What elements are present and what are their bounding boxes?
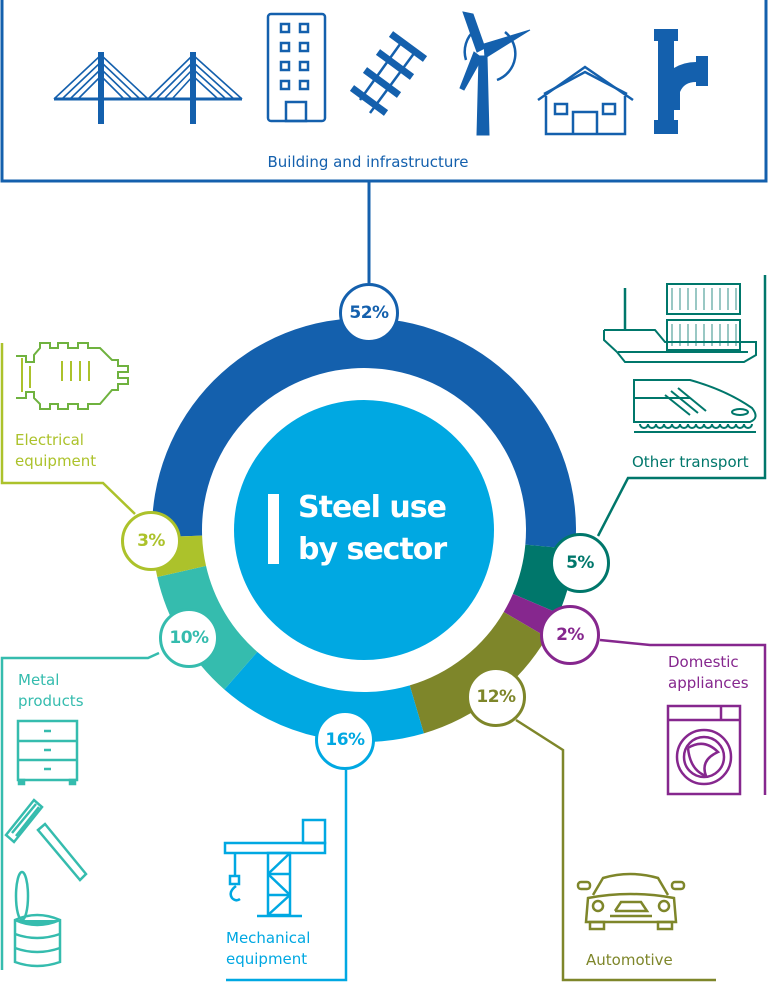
chart-title-line-2: by sector	[298, 532, 447, 567]
label-domestic-line-1: Domestic	[668, 653, 739, 671]
label-metal-products: Metal products	[18, 670, 84, 712]
pct-badge-metal-products: 10%	[159, 608, 219, 668]
wind-turbine-icon	[459, 11, 531, 136]
pct-badge-building: 52%	[339, 283, 399, 343]
label-domestic: Domestic appliances	[668, 652, 749, 694]
label-electrical-line-2: equipment	[15, 452, 97, 470]
office-building-icon	[266, 12, 327, 123]
label-mechanical-line-2: equipment	[226, 950, 308, 968]
building-infrastructure-box	[0, 0, 768, 283]
label-metal-line-1: Metal	[18, 671, 60, 689]
railway-track-icon	[349, 31, 428, 116]
cable-bridge-icon	[147, 52, 243, 124]
tin-can-icon	[13, 870, 62, 968]
donut-segment	[152, 318, 577, 550]
steel-pipe-icon	[654, 29, 708, 134]
pct-badge-mechanical: 16%	[315, 710, 375, 770]
label-mechanical-line-1: Mechanical	[226, 929, 311, 947]
washing-machine-icon	[666, 704, 742, 796]
center-disc	[234, 400, 494, 660]
pct-badge-domestic: 2%	[540, 605, 600, 665]
house-icon	[537, 65, 634, 136]
container-ship-icon	[603, 283, 757, 363]
label-building: Building and infrastructure	[267, 153, 469, 171]
car-icon	[576, 872, 686, 931]
razor-icon	[4, 798, 88, 882]
electric-motor-icon	[16, 342, 129, 410]
chart-title-line-1: Steel use	[298, 490, 447, 525]
label-automotive: Automotive	[586, 951, 673, 969]
label-electrical-line-1: Electrical	[15, 431, 84, 449]
label-domestic-line-2: appliances	[668, 674, 749, 692]
crane-icon	[223, 818, 327, 918]
high-speed-train-icon	[633, 379, 757, 433]
donut-segment	[224, 651, 424, 742]
label-electrical: Electrical equipment	[15, 430, 96, 472]
pct-badge-electrical: 3%	[121, 511, 181, 571]
pct-badge-other-transport: 5%	[550, 533, 610, 593]
cable-bridge-icon	[53, 52, 149, 124]
label-metal-line-2: products	[18, 692, 84, 710]
chart-title: Steel use by sector	[298, 487, 447, 571]
label-mechanical: Mechanical equipment	[226, 928, 310, 970]
pct-badge-automotive: 12%	[466, 667, 526, 727]
leader-lines	[0, 275, 767, 982]
title-accent-bar	[268, 494, 279, 564]
label-other-transport: Other transport	[632, 453, 749, 471]
drawer-cabinet-icon	[16, 719, 79, 786]
